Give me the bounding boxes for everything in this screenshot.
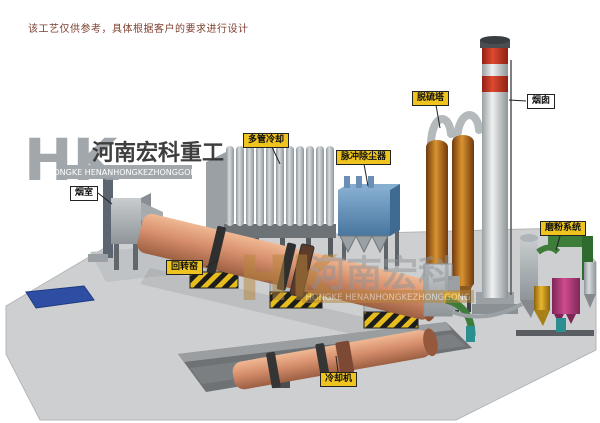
watermark-logo-left: HK 河南宏科重工 HONGKE HENANHONGKEZHONGGONG [24, 126, 224, 194]
label-smoke-chamber: 烟室 [70, 186, 99, 201]
grinding-system [516, 234, 596, 336]
label-grinding-system: 磨粉系统 [540, 221, 587, 236]
disclaimer-text: 该工艺仅供参考，具体根据客户的要求进行设计 [28, 24, 249, 35]
watermark-center: HK 河南宏科 HONGKE HENANHONGKEZHONGGONG [238, 242, 474, 315]
watermark-company-en: HONGKE HENANHONGKEZHONGGONG [47, 168, 202, 177]
pulse-dust-collector [338, 176, 400, 274]
watermark-center-cn: 河南宏科 [310, 254, 454, 295]
label-multi-tube-cooler: 多管冷却 [243, 133, 290, 148]
blue-mat [25, 285, 95, 309]
watermark-company-cn: 河南宏科重工 [92, 140, 224, 166]
label-chimney: 烟囱 [527, 94, 556, 109]
label-cooling-machine: 冷却机 [320, 372, 358, 387]
cooler-tubes [226, 146, 334, 226]
callout-lines [97, 99, 561, 373]
label-pulse-dust-collector: 脉冲除尘器 [336, 150, 392, 165]
label-rotary-kiln: 回转窑 [166, 260, 204, 275]
watermark-center-en: HONGKE HENANHONGKEZHONGGONG [305, 293, 470, 303]
chimney [472, 36, 518, 314]
label-desulfurization-tower: 脱硫塔 [412, 91, 450, 106]
hk-logo: HK [24, 126, 120, 194]
